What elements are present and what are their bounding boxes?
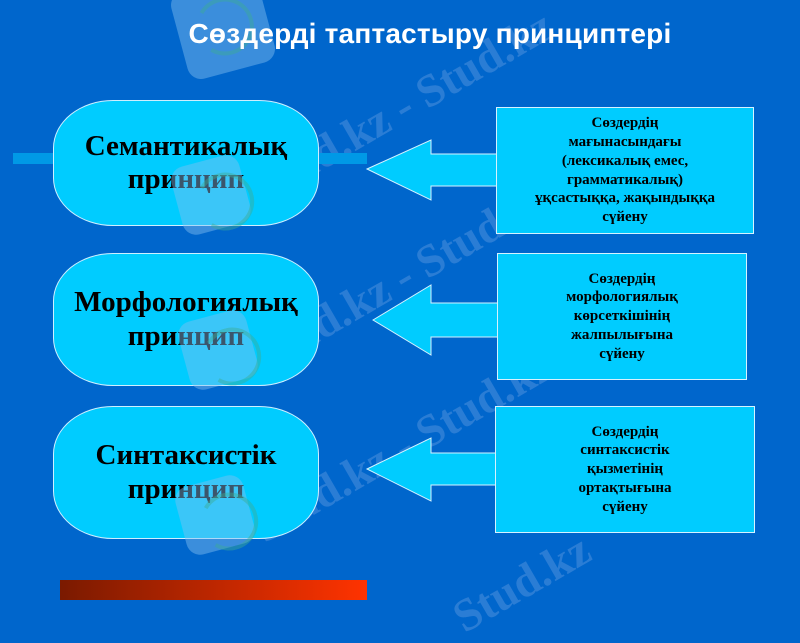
principle-description: Сөздердің мағынасындағы (лексикалық емес… bbox=[496, 107, 754, 234]
description-line: (лексикалық емес, bbox=[561, 152, 689, 169]
principle-name: Семантикалық bbox=[84, 129, 288, 162]
description-line: сүйену bbox=[602, 209, 648, 225]
principle-description: Сөздердің синтаксистік қызметінің ортақт… bbox=[495, 406, 755, 533]
description-line: Сөздердің bbox=[588, 270, 656, 287]
principle-syntactic: Синтаксистік принцип bbox=[53, 406, 319, 539]
description-line: сүйену bbox=[602, 498, 648, 515]
description-line: қызметінің bbox=[586, 461, 664, 478]
description-line: грамматикалық) bbox=[567, 171, 683, 188]
principle-name: Синтаксистік bbox=[95, 439, 277, 472]
description-line: ұқсастыққа, жақындыққа bbox=[535, 190, 715, 207]
principle-name: принцип bbox=[127, 163, 245, 195]
description-line: сүйену bbox=[599, 345, 645, 362]
principle-name: Морфологиялық bbox=[74, 286, 298, 319]
description-line: мағынасындағы bbox=[568, 134, 682, 150]
principle-morphological: Морфологиялық принцип bbox=[53, 253, 319, 386]
principle-name: принцип bbox=[127, 472, 245, 505]
page-title: Сөздерді таптастыру принциптері bbox=[188, 18, 672, 49]
description-line: Сөздердің bbox=[591, 115, 659, 132]
description-line: Сөздердің bbox=[591, 423, 659, 440]
footer-gradient-bar bbox=[60, 580, 367, 600]
description-line: көрсеткішінің bbox=[573, 308, 671, 325]
slide: Stud.kz - Stud.kz Stud.kz - Stud.kz Stud… bbox=[0, 0, 800, 600]
principle-name: принцип bbox=[127, 319, 245, 352]
principle-semantic: Семантикалық принцип bbox=[53, 100, 319, 226]
description-line: ортақтығына bbox=[578, 479, 672, 496]
principle-description: Сөздердің морфологиялық көрсеткішінің жа… bbox=[497, 253, 747, 380]
description-line: жалпылығына bbox=[570, 326, 674, 343]
arrow-left-icon bbox=[365, 139, 501, 502]
description-line: морфологиялық bbox=[566, 289, 678, 306]
description-line: синтаксистік bbox=[580, 442, 670, 459]
